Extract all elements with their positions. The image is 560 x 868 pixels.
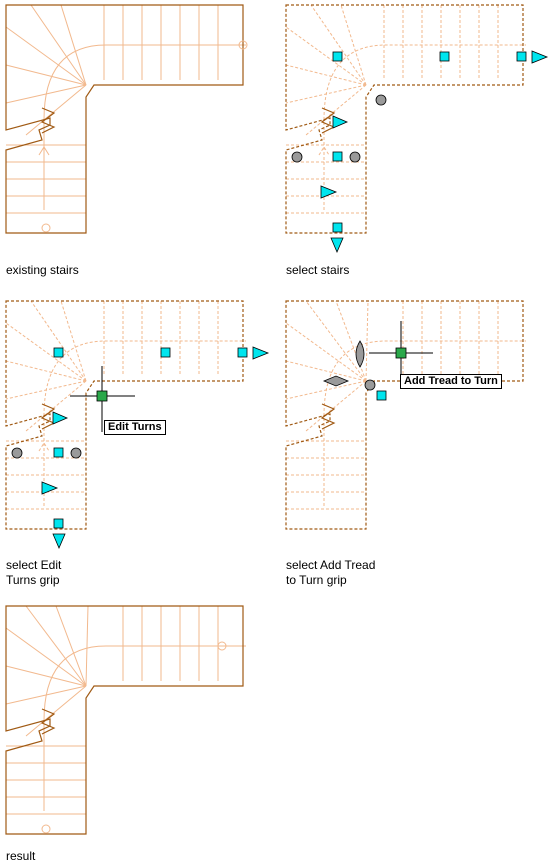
grip-arrow [41, 481, 59, 495]
grip-square [53, 347, 64, 358]
grip-square [516, 51, 527, 62]
grip-round [291, 151, 303, 163]
grip-lens [355, 340, 365, 368]
grip-square [53, 518, 64, 529]
grip-square [237, 347, 248, 358]
grip-arrow [52, 533, 66, 550]
grip-arrow [320, 185, 338, 199]
grip-square [332, 151, 343, 162]
grips [291, 50, 549, 254]
grip-square [332, 222, 343, 233]
caption-select-edit-turns-grip: select Edit Turns grip [6, 558, 62, 587]
tooltip-edit-turns: Edit Turns [104, 420, 166, 435]
caption-select-add-tread-grip: select Add Tread to Turn grip [286, 558, 376, 587]
grip-square [53, 447, 64, 458]
hot-grip [96, 390, 108, 402]
grip-square [332, 51, 343, 62]
grip-round [364, 379, 376, 391]
grip-round [70, 447, 82, 459]
grip-square [376, 390, 387, 401]
grip-round [349, 151, 361, 163]
caption-result: result [6, 849, 36, 863]
grip-square [160, 347, 171, 358]
grip-arrow [330, 237, 344, 254]
grip-arrow [531, 50, 549, 64]
grip-arrow [52, 411, 69, 425]
grip-round [11, 447, 23, 459]
hot-grip [395, 347, 407, 359]
grip-square [439, 51, 450, 62]
grip-diamond [322, 375, 350, 387]
caption-select-stairs: select stairs [286, 263, 350, 277]
tooltip-add-tread-to-turn: Add Tread to Turn [400, 374, 502, 389]
grip-round [375, 94, 387, 106]
caption-existing-stairs: existing stairs [6, 263, 79, 277]
grip-arrow [332, 115, 349, 129]
grip-arrow [252, 346, 270, 360]
